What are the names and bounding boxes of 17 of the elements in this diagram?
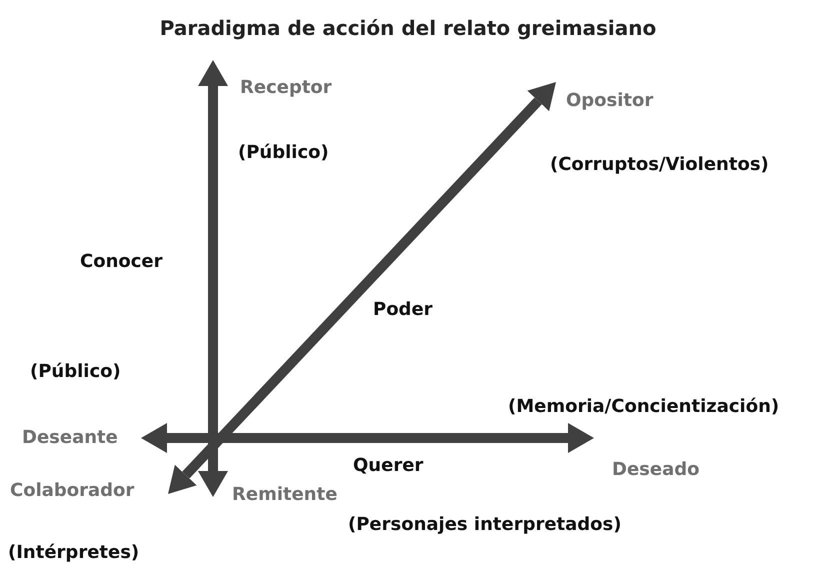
role-note: (Personajes interpretados): [348, 514, 622, 536]
role-label: Remitente: [232, 484, 338, 506]
role-label: Opositor: [566, 90, 654, 112]
role-label: Deseante: [22, 427, 118, 449]
role-note: (Corruptos/Violentos): [550, 154, 769, 176]
arrow: [141, 423, 594, 453]
arrow: [168, 82, 556, 494]
edge-label: Querer: [353, 455, 424, 477]
title: Paradigma de acción del relato greimasiano: [158, 16, 658, 40]
role-note: (Público): [30, 361, 121, 383]
arrow: [198, 60, 228, 497]
role-note: (Público): [238, 142, 329, 164]
role-label: Receptor: [240, 77, 332, 99]
role-label: Colaborador: [10, 480, 134, 502]
role-label: Deseado: [612, 459, 700, 481]
role-note: (Memoria/Concientización): [508, 396, 780, 418]
role-note: (Intérpretes): [8, 542, 140, 564]
